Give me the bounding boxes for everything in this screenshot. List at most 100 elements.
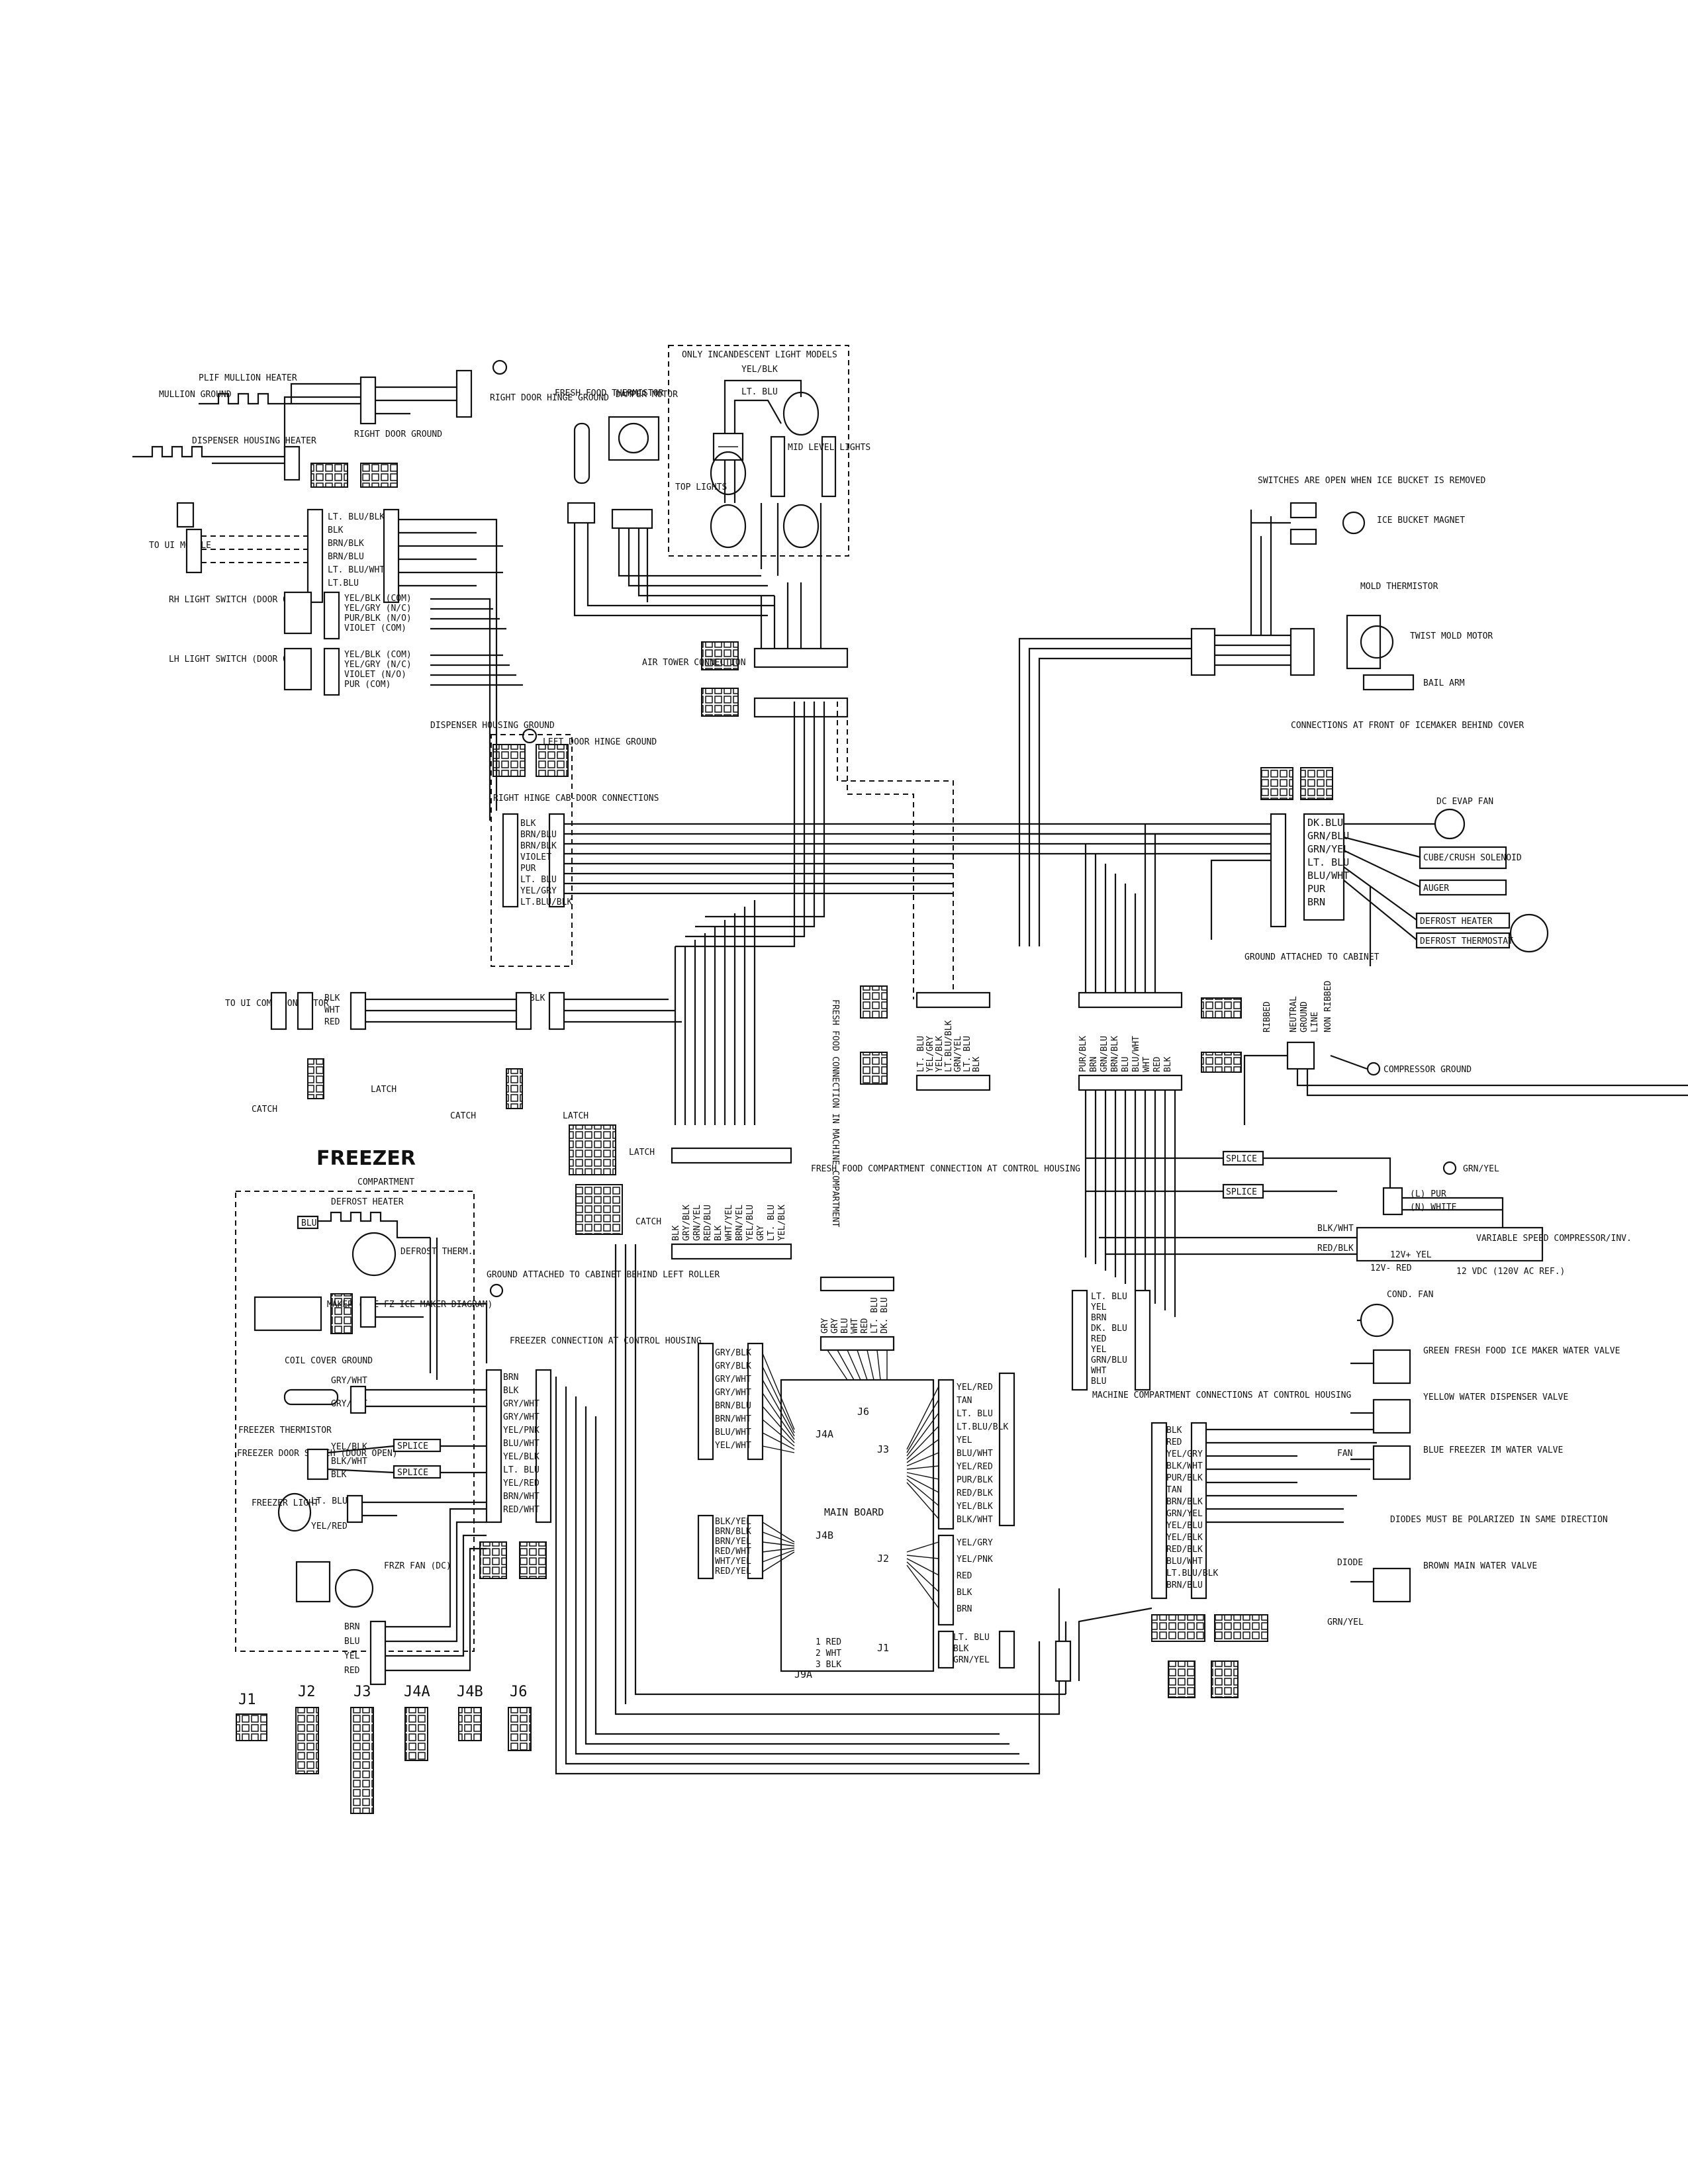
wire-label: WHT/YEL xyxy=(724,1205,734,1241)
wire-label: GRN/YEL xyxy=(692,1205,702,1241)
wire-label: GRN/BLU xyxy=(1100,1036,1109,1072)
wire-label: GRY/WHT xyxy=(503,1412,539,1422)
svg-text:FREEZER THERMISTOR: FREEZER THERMISTOR xyxy=(238,1426,332,1435)
wire-label: BLU/WHT xyxy=(1166,1557,1203,1567)
svg-text:DIODE: DIODE xyxy=(1337,1558,1363,1568)
wire-label: BLU/WHT xyxy=(1131,1036,1141,1072)
svg-text:SPLICE: SPLICE xyxy=(397,1441,428,1451)
svg-text:1 RED: 1 RED xyxy=(816,1637,841,1647)
main-harness-bus xyxy=(564,702,1271,1125)
lh-light-switch-label: LH LIGHT SWITCH (DOOR OPEN) xyxy=(169,655,308,664)
svg-text:BRN: BRN xyxy=(344,1622,359,1632)
svg-text:NEUTRAL: NEUTRAL xyxy=(1289,996,1299,1032)
svg-text:SPLICE: SPLICE xyxy=(1226,1154,1257,1164)
wire-label: BRN/BLU xyxy=(715,1401,751,1411)
wire-label: BLK xyxy=(520,819,536,829)
machine-lower-title: MACHINE COMPARTMENT CONNECTIONS AT CONTR… xyxy=(1092,1390,1352,1400)
svg-text:RIGHT DOOR HINGE GROUND: RIGHT DOOR HINGE GROUND xyxy=(490,393,609,403)
wire-label: BLU/WHT xyxy=(503,1439,539,1449)
wire-label: PUR xyxy=(520,864,536,874)
svg-text:GROUND: GROUND xyxy=(1299,1001,1309,1032)
freezer-fan-icon xyxy=(334,1569,374,1608)
wire-label: GRY/WHT xyxy=(503,1399,539,1409)
j4a-wires: GRY/BLKGRY/BLKGRY/WHTGRY/WHTBRN/BLUBRN/W… xyxy=(715,1348,751,1451)
svg-text:CATCH: CATCH xyxy=(450,1111,476,1121)
incandescent-light-box: ONLY INCANDESCENT LIGHT MODELS YEL/BLK L… xyxy=(668,345,870,582)
wire-label: LT.BLU/BLK xyxy=(957,1422,1008,1432)
key-j4a: J4A xyxy=(404,1684,430,1700)
svg-text:(L) PUR: (L) PUR xyxy=(1410,1189,1446,1199)
wire-label: PUR (COM) xyxy=(344,680,391,690)
key-j6: J6 xyxy=(510,1684,528,1700)
wire-label: LT. BLU xyxy=(520,875,557,885)
svg-text:12 VDC (120V AC REF.): 12 VDC (120V AC REF.) xyxy=(1456,1267,1565,1277)
wire-label: PUR/BLK xyxy=(1078,1036,1088,1072)
wire-label: BLU/WHT xyxy=(1307,870,1349,882)
svg-text:BAIL ARM: BAIL ARM xyxy=(1423,678,1465,688)
freezer-compartment-box xyxy=(235,1191,475,1652)
svg-text:COMPRESSOR GROUND: COMPRESSOR GROUND xyxy=(1383,1065,1472,1075)
wire-label: RED xyxy=(1091,1334,1107,1344)
j4b-wires: BLK/YELBRN/BLKBRN/YELRED/WHTWHT/YELRED/Y… xyxy=(715,1517,751,1576)
svg-text:GREEN FRESH FOOD ICE MAKER WAT: GREEN FRESH FOOD ICE MAKER WATER VALVE xyxy=(1423,1346,1620,1356)
svg-text:(N) WHITE: (N) WHITE xyxy=(1410,1203,1456,1212)
wire-label: YEL/BLK xyxy=(935,1036,945,1072)
svg-text:RIGHT DOOR GROUND: RIGHT DOOR GROUND xyxy=(354,430,442,439)
wire-label: TAN xyxy=(957,1396,972,1406)
wire-label: LT. BLU xyxy=(1307,856,1349,868)
svg-text:WHT: WHT xyxy=(324,1005,340,1015)
svg-text:CATCH: CATCH xyxy=(635,1217,661,1227)
svg-text:YEL: YEL xyxy=(344,1651,360,1661)
svg-text:J4A: J4A xyxy=(816,1428,833,1440)
svg-text:TWIST MOLD MOTOR: TWIST MOLD MOTOR xyxy=(1410,631,1493,641)
svg-text:FRZR FAN (DC): FRZR FAN (DC) xyxy=(384,1561,451,1571)
svg-text:DEFROST HEATER: DEFROST HEATER xyxy=(331,1197,404,1207)
svg-text:SPLICE: SPLICE xyxy=(1226,1187,1257,1197)
wire-label: BLK xyxy=(1163,1056,1173,1072)
mid-level-lights-label: MID LEVEL LIGHTS xyxy=(788,443,870,453)
connector-keys: J1 J2 J3 J4A J4B J6 xyxy=(236,1684,532,1814)
wire-label: RED/YEL xyxy=(715,1567,751,1576)
wire-label: RED/WHT xyxy=(503,1505,539,1515)
wire-label: DK. BLU xyxy=(880,1297,890,1334)
wire-label: RED xyxy=(957,1571,972,1581)
svg-text:3 BLK: 3 BLK xyxy=(816,1660,841,1670)
machine-lower-wires: BLKREDYEL/GRYBLK/WHTPUR/BLKTANBRN/BLKGRN… xyxy=(1166,1426,1218,1590)
top-light-bulb-icon xyxy=(710,451,747,496)
svg-text:CUBE/CRUSH SOLENOID: CUBE/CRUSH SOLENOID xyxy=(1423,853,1522,863)
wire-label: YEL/GRY xyxy=(1166,1449,1203,1459)
evap-fan-icon xyxy=(1434,808,1466,840)
wire-label: GRY/WHT xyxy=(715,1375,751,1385)
wire-label: TAN xyxy=(1166,1485,1182,1495)
svg-text:12V+ YEL: 12V+ YEL xyxy=(1390,1250,1432,1260)
icemaker-section: SWITCHES ARE OPEN WHEN ICE BUCKET IS REM… xyxy=(1018,476,1549,966)
wire-label: BRN/BLU xyxy=(1166,1580,1203,1590)
defrost-therm-icon xyxy=(352,1232,397,1277)
svg-text:DIODES MUST BE POLARIZED IN SA: DIODES MUST BE POLARIZED IN SAME DIRECTI… xyxy=(1390,1515,1608,1525)
svg-text:BLU: BLU xyxy=(344,1637,359,1647)
key-j2: J2 xyxy=(298,1684,316,1700)
svg-text:DEFROST THERMOSTAT: DEFROST THERMOSTAT xyxy=(1420,936,1513,946)
wire-label: YEL/BLK xyxy=(777,1205,787,1241)
svg-text:RIBBED: RIBBED xyxy=(1262,1001,1272,1032)
wire-label: GRY/BLK xyxy=(715,1361,751,1371)
valve-coil-icon xyxy=(1372,1349,1411,1385)
svg-text:DISPENSER HOUSING GROUND: DISPENSER HOUSING GROUND xyxy=(430,721,555,731)
wire-label: RED xyxy=(1166,1437,1182,1447)
wire-label: GRN/YEL xyxy=(953,1655,990,1665)
ground-icon xyxy=(1366,1062,1381,1076)
svg-text:J3: J3 xyxy=(877,1443,889,1455)
wire-label: BLK xyxy=(671,1225,681,1241)
freezer-section: FREEZER COMPARTMENT DEFROST HEATER BLU D… xyxy=(235,1147,720,1686)
svg-text:J9A: J9A xyxy=(794,1668,812,1680)
valve-coil-icon xyxy=(1372,1567,1411,1603)
wire-label: WHT/YEL xyxy=(715,1557,751,1567)
svg-text:BLU: BLU xyxy=(301,1218,316,1228)
